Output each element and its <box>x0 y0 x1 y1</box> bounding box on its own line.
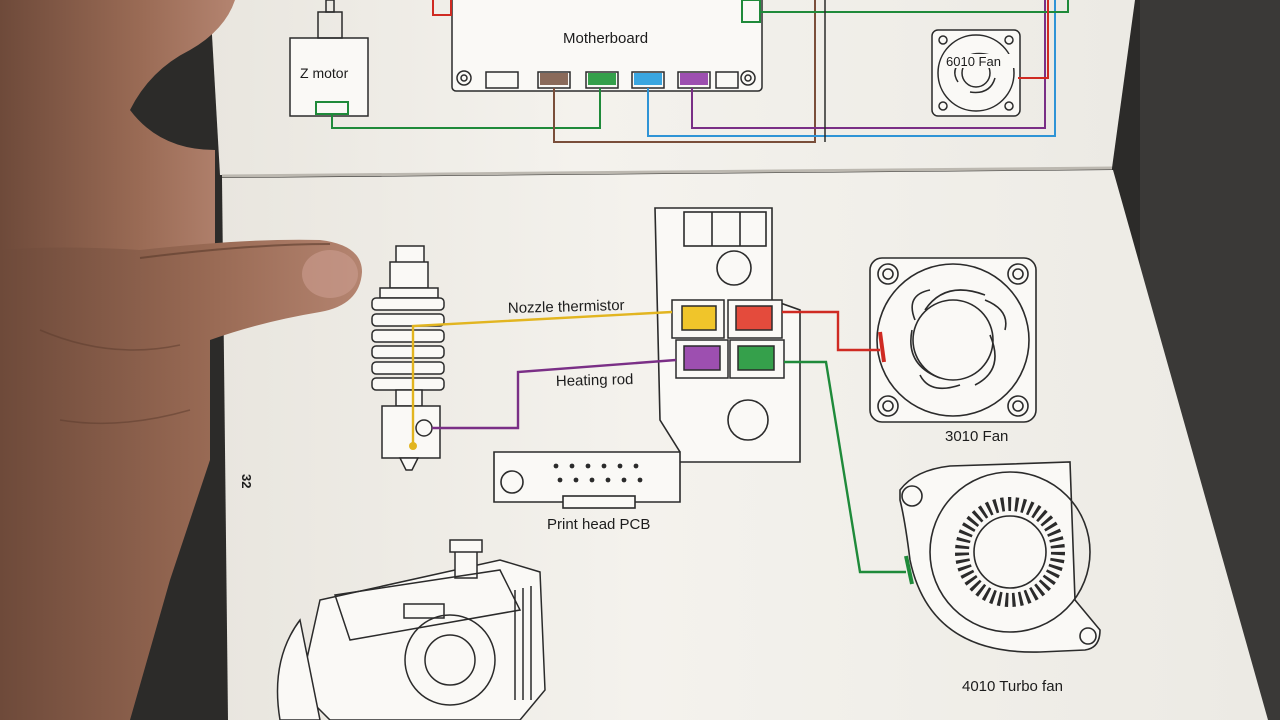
fan-3010-icon <box>869 257 1037 423</box>
fan3010-connector <box>735 305 773 331</box>
page-number: 32 <box>239 474 254 488</box>
thermistor-connector <box>681 305 717 331</box>
bottom-wires <box>411 310 914 585</box>
heating-wire <box>432 358 677 430</box>
page-fold <box>221 166 1113 178</box>
fan-3010-label: 3010 Fan <box>945 428 1008 445</box>
fan-4010-icon <box>899 461 1101 653</box>
purple-wire <box>691 0 1046 129</box>
green-wire-top <box>760 0 1069 13</box>
print-head-assembly-icon <box>276 539 546 720</box>
z-motor-icon: Z motor <box>289 0 369 117</box>
fan-6010-wire <box>1018 0 1049 79</box>
top-wires <box>331 0 1069 143</box>
motherboard-icon: Motherboard <box>432 0 763 92</box>
z-motor-wire <box>331 88 601 129</box>
blue-wire <box>647 0 1056 137</box>
fan3010-wire <box>782 310 880 352</box>
fan-6010-label: 6010 Fan <box>946 54 1001 69</box>
heating-connector <box>683 345 721 371</box>
pcb-pin-grid <box>553 463 643 483</box>
fan4010-connector <box>737 345 775 371</box>
motherboard-label: Motherboard <box>563 30 648 47</box>
fan4010-wire <box>784 360 906 574</box>
thermistor-wire <box>411 310 673 446</box>
hand-icon <box>0 0 362 720</box>
thumbnail <box>302 250 358 298</box>
print-head-pcb-label: Print head PCB <box>547 516 650 533</box>
fan-4010-label: 4010 Turbo fan <box>962 678 1063 695</box>
z-motor-label: Z motor <box>300 65 349 81</box>
hotend-icon <box>371 245 445 471</box>
pcb-connectors <box>671 299 785 379</box>
brown-wire <box>553 0 816 143</box>
fan-6010-icon: 6010 Fan <box>931 29 1021 117</box>
bottom-labels: Nozzle thermistor Heating rod Print head… <box>239 297 1063 695</box>
nozzle-thermistor-label: Nozzle thermistor <box>508 297 625 317</box>
heating-rod-label: Heating rod <box>556 371 634 390</box>
